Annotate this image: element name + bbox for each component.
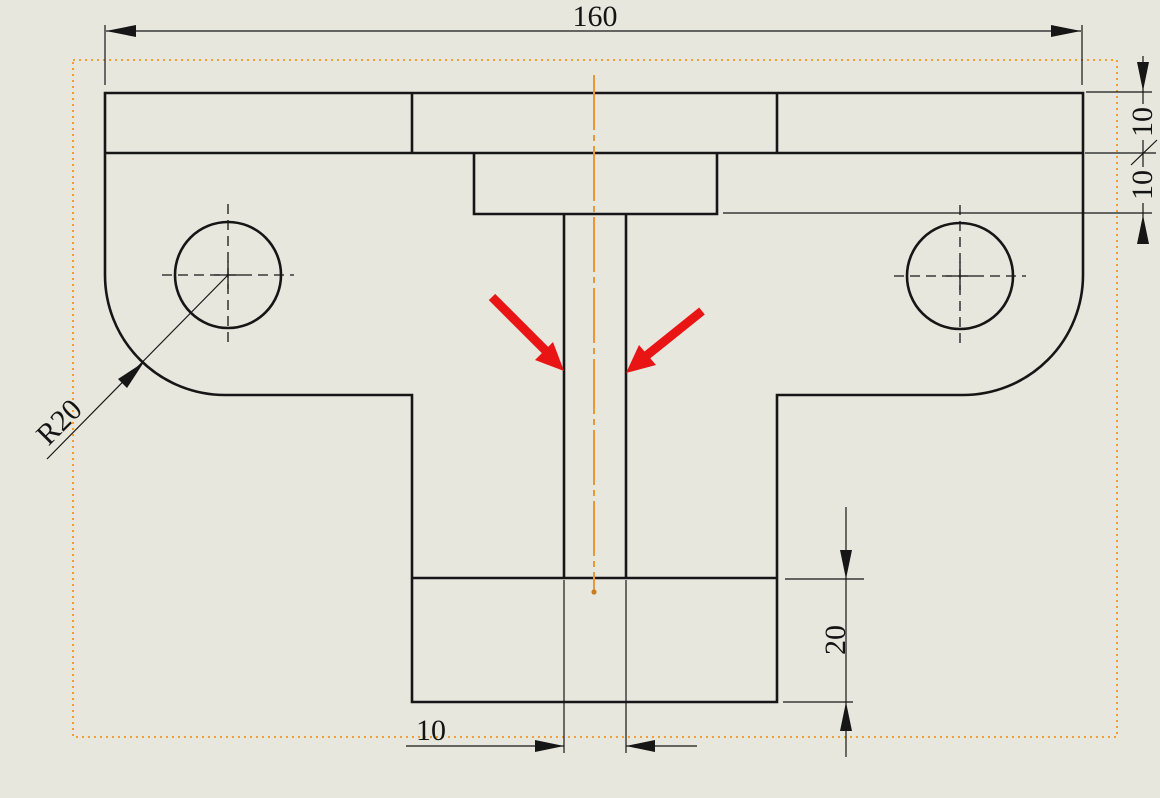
- dim-overall-width[interactable]: 160: [104, 0, 1083, 85]
- centermark-right-cross: [946, 262, 974, 290]
- dim-foot-height-label[interactable]: 20: [819, 625, 852, 655]
- sketch-centerline-group[interactable]: [591, 75, 597, 595]
- dim-foot-extensions: [783, 578, 864, 703]
- dim-fillet-radius[interactable]: R20: [30, 274, 229, 460]
- dim-overall-width-label[interactable]: 160: [573, 0, 618, 33]
- dim-boss-thickness-label[interactable]: 10: [1126, 170, 1159, 200]
- dim-slot-width-label[interactable]: 10: [416, 714, 446, 747]
- annotation-arrow-right: [626, 307, 705, 373]
- dim-arrow-right: [535, 740, 564, 752]
- dim-arrow-up: [1137, 215, 1149, 244]
- selection-highlight-box: [72, 59, 1118, 738]
- dim-arrow-radius: [118, 362, 144, 388]
- dim-arrow-down: [1137, 62, 1149, 91]
- dim-overall-width-extensions: [104, 25, 1083, 85]
- dim-arrow-right: [1051, 25, 1081, 37]
- dim-foot-height[interactable]: 20: [783, 507, 864, 757]
- annotation-arrows: [488, 293, 705, 373]
- annotation-arrow-right-shaft: [643, 307, 705, 360]
- dim-top-plate-thickness-label[interactable]: 10: [1126, 107, 1159, 137]
- dim-slot-extensions: [563, 580, 627, 753]
- dim-arrow-left: [626, 740, 655, 752]
- dim-oblique-tick: [1130, 139, 1158, 166]
- dim-arrow-down: [840, 550, 852, 579]
- annotation-arrow-left-shaft: [488, 293, 550, 355]
- annotation-arrow-left-head: [535, 342, 564, 371]
- part-outline[interactable]: [103, 91, 1085, 704]
- annotation-arrow-right-head: [626, 345, 656, 373]
- boss-outline[interactable]: [472, 153, 719, 216]
- dim-fillet-radius-label[interactable]: R20: [30, 393, 89, 452]
- dim-slot-width[interactable]: 10: [406, 580, 697, 753]
- dim-arrow-up: [840, 702, 852, 731]
- sketch-endpoint[interactable]: [591, 589, 597, 595]
- dim-right-thickness-stack[interactable]: 10 10: [723, 56, 1159, 244]
- annotation-arrow-left: [488, 293, 564, 371]
- dim-arrow-left: [106, 25, 136, 37]
